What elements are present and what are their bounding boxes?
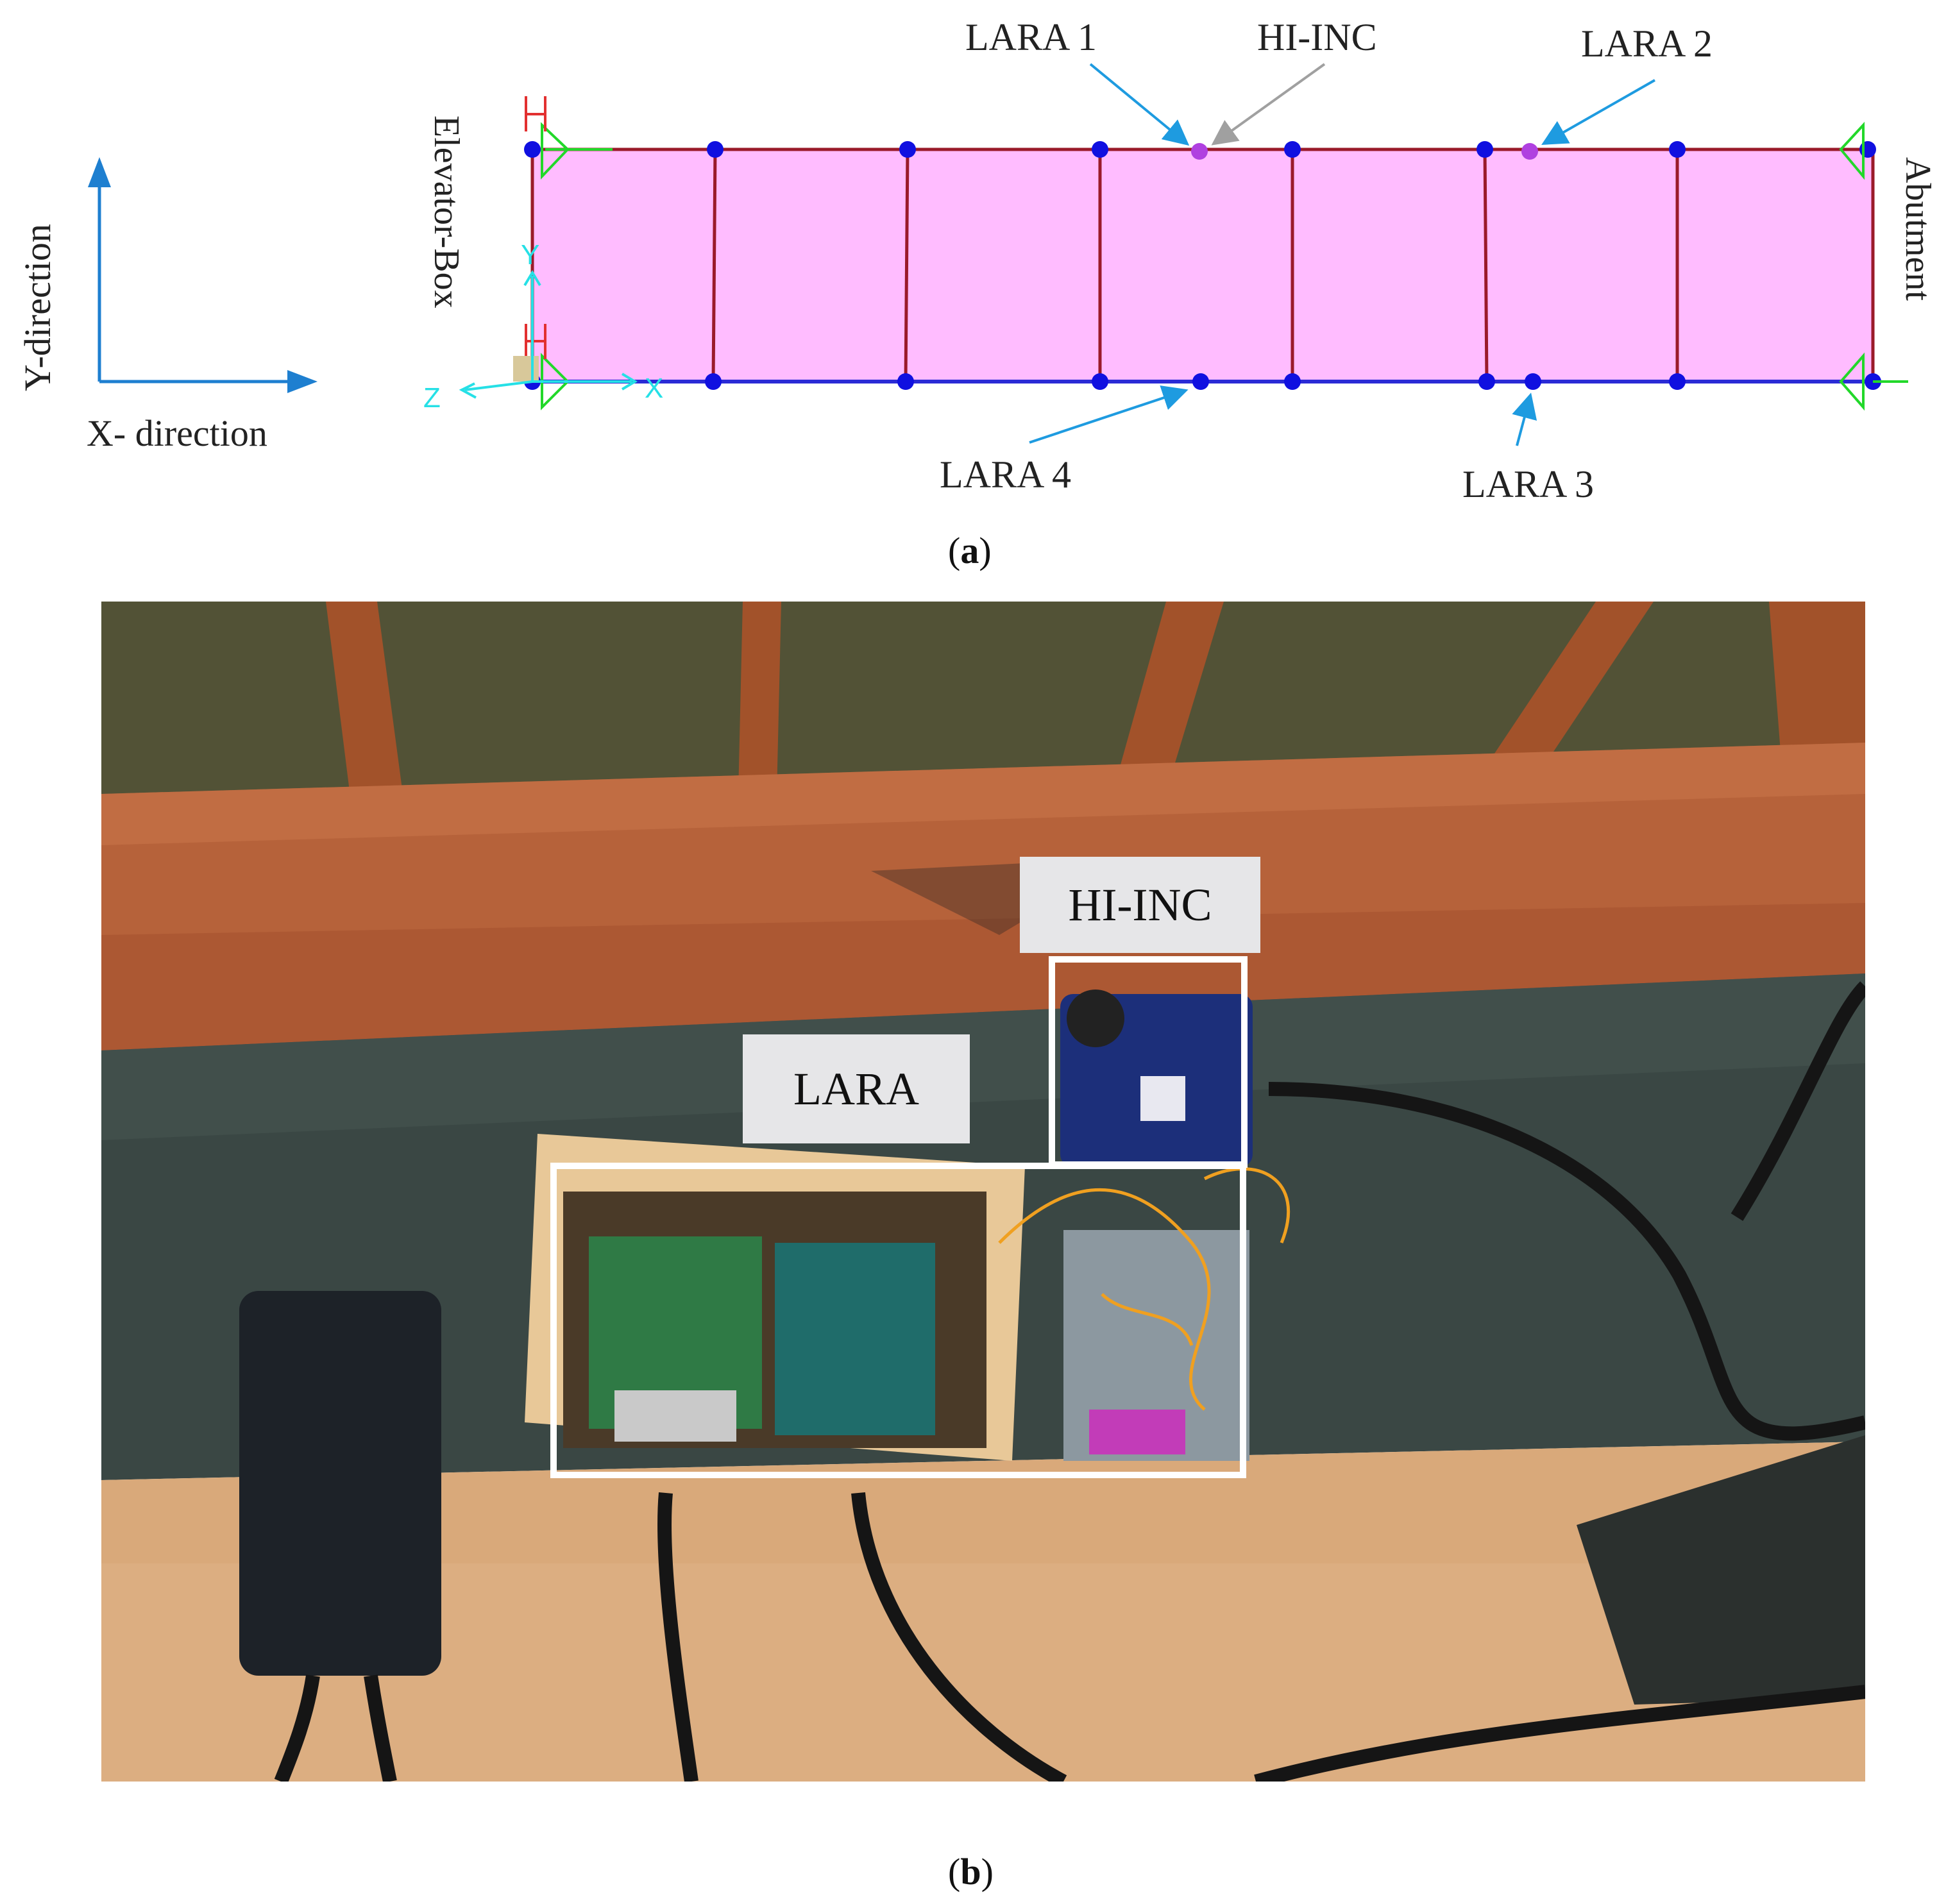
triad-y-label: Y bbox=[521, 239, 539, 271]
axes-legend: Y-direction X- direction bbox=[17, 157, 317, 454]
caption-b-letter: b bbox=[960, 1851, 981, 1892]
y-axis-arrowhead bbox=[88, 157, 111, 187]
sensor-label-lara4: LARA 4 bbox=[940, 453, 1071, 496]
sensor-node-icon bbox=[1191, 143, 1538, 160]
sensor-callouts bbox=[1029, 63, 1655, 446]
power-bank-right bbox=[1577, 1435, 1865, 1705]
triad-x-label: X bbox=[645, 373, 663, 404]
node-icon bbox=[524, 141, 1881, 390]
field-installation-photo bbox=[101, 602, 1865, 1782]
y-direction-label: Y-direction bbox=[17, 224, 58, 391]
deck bbox=[524, 141, 1881, 390]
sensor-label-lara3: LARA 3 bbox=[1462, 463, 1594, 505]
photo-label-lara: LARA bbox=[743, 1034, 970, 1143]
caption-b: (b) bbox=[948, 1851, 994, 1892]
caption-a: (a) bbox=[948, 530, 992, 571]
triad-z-label: Z bbox=[423, 382, 441, 414]
caption-a-letter: a bbox=[960, 530, 979, 571]
x-direction-label: X- direction bbox=[87, 412, 267, 454]
x-axis-arrowhead bbox=[287, 370, 317, 393]
bridge-deck-diagram: Y-direction X- direction bbox=[17, 16, 1938, 505]
lara-highlight-box bbox=[550, 1163, 1246, 1478]
axis-triad bbox=[459, 270, 638, 399]
power-bank-left bbox=[239, 1291, 441, 1676]
restraint-marker-icon bbox=[525, 96, 546, 359]
cables bbox=[274, 981, 1865, 1782]
sensor-label-hiinc: HI-INC bbox=[1257, 16, 1377, 58]
deck-fill bbox=[532, 149, 1873, 382]
abutment-label: Abutment bbox=[1898, 157, 1938, 301]
photo-label-hiinc: HI-INC bbox=[1020, 857, 1260, 953]
sensor-label-lara2: LARA 2 bbox=[1581, 22, 1713, 65]
elevator-box-label: Elevator-Box bbox=[427, 115, 466, 308]
deck-cross-beams bbox=[711, 149, 1679, 382]
elevator-box-marker bbox=[513, 356, 539, 382]
sensor-label-lara1: LARA 1 bbox=[965, 16, 1097, 58]
arduino-board bbox=[775, 1243, 935, 1435]
